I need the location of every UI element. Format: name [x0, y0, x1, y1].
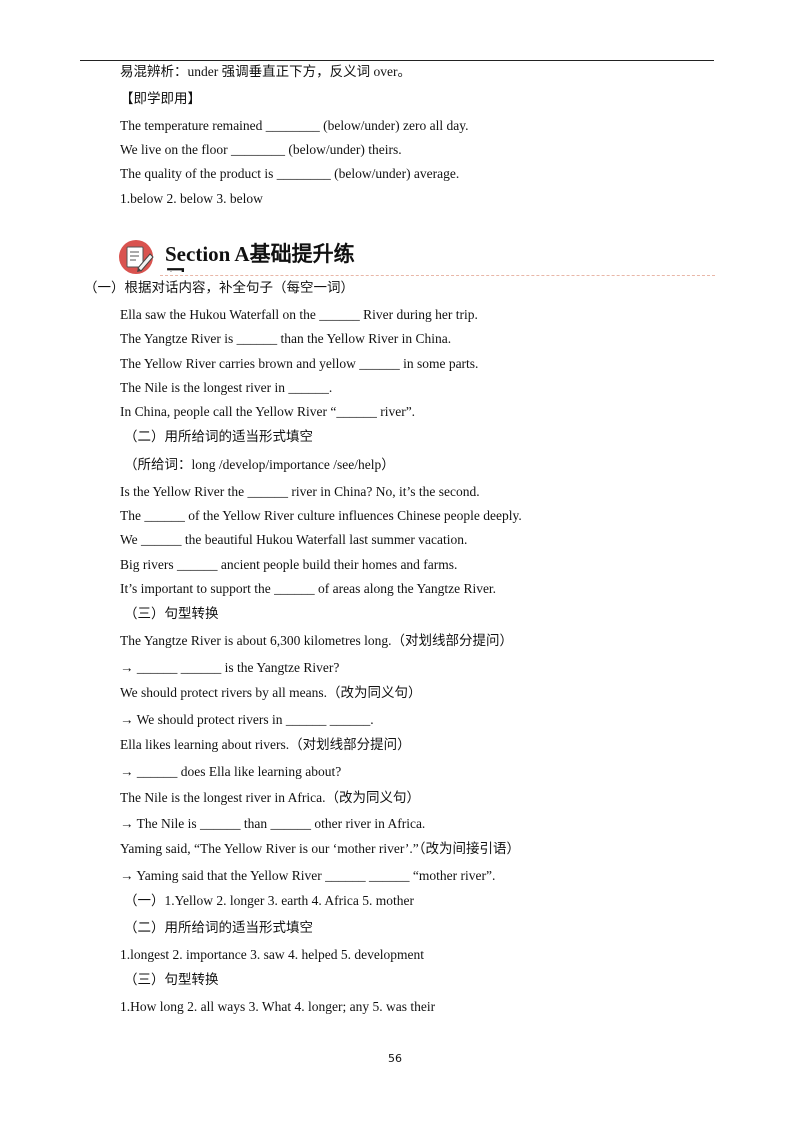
part3-item: → We should protect rivers in ______ ___…: [120, 712, 374, 727]
practice-heading: 【即学即用】: [120, 91, 201, 106]
answers-part1: （一）1.Yellow 2. longer 3. earth 4. Africa…: [124, 893, 414, 908]
part3-item: → ______ does Ella like learning about?: [120, 764, 342, 779]
part1-heading: （一）根据对话内容，补全句子（每空一词）: [84, 280, 354, 295]
part2-item: Is the Yellow River the ______ river in …: [120, 484, 480, 499]
part3-heading: （三）句型转换: [124, 606, 219, 621]
answers-part2-heading: （二）用所给词的适当形式填空: [124, 920, 313, 935]
section-rule: [160, 275, 715, 276]
header-rule: [80, 60, 714, 61]
part1-item: Ella saw the Hukou Waterfall on the ____…: [120, 307, 478, 322]
practice-item: The quality of the product is ________ (…: [120, 166, 460, 181]
part2-item: It’s important to support the ______ of …: [120, 581, 497, 596]
confusion-note: 易混辨析：under 强调垂直正下方，反义词 over。: [120, 64, 411, 79]
part1-item: In China, people call the Yellow River “…: [120, 404, 416, 419]
part2-item: We ______ the beautiful Hukou Waterfall …: [120, 532, 468, 547]
section-title: Section A基础提升练习: [165, 242, 355, 272]
part2-item: The ______ of the Yellow River culture i…: [120, 508, 522, 523]
practice-answers: 1.below 2. below 3. below: [120, 191, 263, 206]
part2-item: Big rivers ______ ancient people build t…: [120, 557, 458, 572]
part3-item: The Yangtze River is about 6,300 kilomet…: [120, 633, 513, 648]
page-number: 56: [388, 1052, 402, 1065]
part2-words: （所给词：long /develop/importance /see/help）: [124, 457, 395, 472]
part1-item: The Yellow River carries brown and yello…: [120, 356, 479, 371]
part3-item: Ella likes learning about rivers.（对划线部分提…: [120, 737, 411, 752]
part3-item: → The Nile is ______ than ______ other r…: [120, 816, 426, 831]
practice-item: The temperature remained ________ (below…: [120, 118, 469, 133]
part2-heading: （二）用所给词的适当形式填空: [124, 429, 313, 444]
part1-item: The Yangtze River is ______ than the Yel…: [120, 331, 452, 346]
answers-part2: 1.longest 2. importance 3. saw 4. helped…: [120, 947, 425, 962]
part3-item: → ______ ______ is the Yangtze River?: [120, 660, 340, 675]
exercise-book-icon: [119, 240, 154, 274]
part3-item: Yaming said, “The Yellow River is our ‘m…: [120, 841, 520, 856]
part1-item: The Nile is the longest river in ______.: [120, 380, 333, 395]
part3-item: → Yaming said that the Yellow River ____…: [120, 868, 496, 883]
answers-part3: 1.How long 2. all ways 3. What 4. longer…: [120, 999, 436, 1014]
part3-item: We should protect rivers by all means.（改…: [120, 685, 422, 700]
practice-item: We live on the floor ________ (below/und…: [120, 142, 402, 157]
part3-item: The Nile is the longest river in Africa.…: [120, 790, 420, 805]
answers-part3-heading: （三）句型转换: [124, 972, 219, 987]
